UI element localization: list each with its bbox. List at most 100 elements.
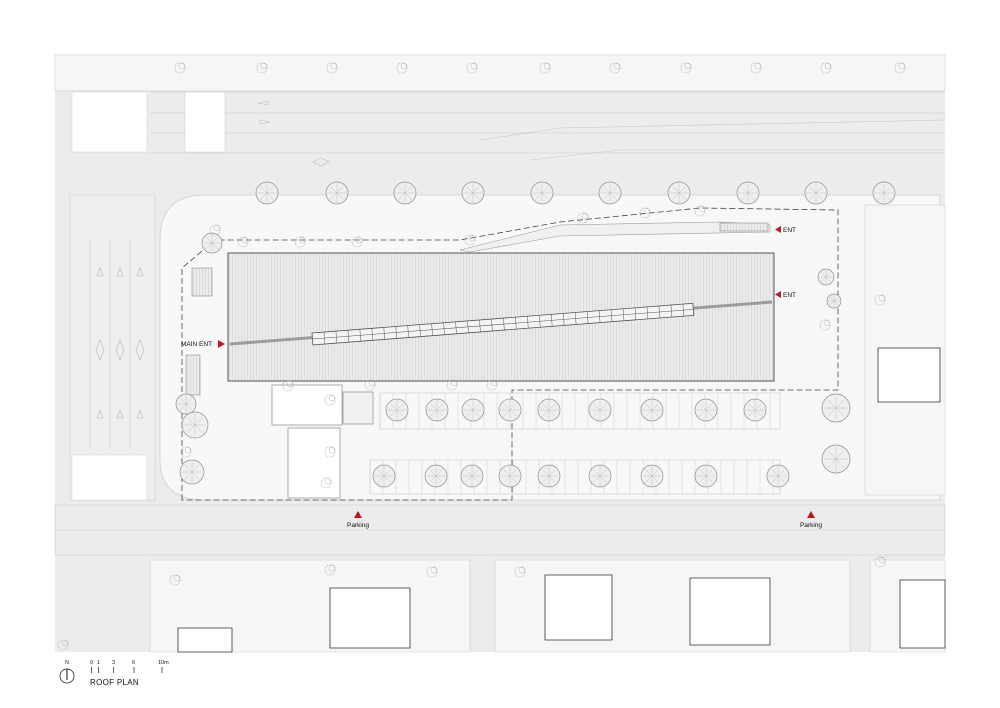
shrub-icon <box>320 477 332 489</box>
north-ramp <box>459 221 771 253</box>
top-sidewalk <box>54 54 946 92</box>
tree-icon <box>393 181 417 205</box>
west-road-arrows <box>95 267 145 419</box>
drawing-title: ROOF PLAN <box>90 678 139 687</box>
stair-top <box>719 222 769 232</box>
shrub-icon <box>326 62 338 74</box>
tree-icon <box>667 181 691 205</box>
shrub-icon <box>396 62 408 74</box>
tree-icon <box>181 411 209 439</box>
tree-icon <box>179 459 205 485</box>
shrub-icon <box>874 294 886 306</box>
tree-icon <box>372 464 396 488</box>
tree-icon <box>201 232 223 254</box>
tree-icon <box>461 181 485 205</box>
entrance-right-arrow <box>775 291 781 298</box>
west-steps <box>191 267 213 297</box>
shrub-icon <box>819 319 831 331</box>
south-annex <box>271 384 374 499</box>
shrub-icon <box>57 639 69 651</box>
shrub-icon <box>609 62 621 74</box>
tree-icon <box>694 464 718 488</box>
scale-tick-1: 1 <box>97 660 100 666</box>
west-road-lanes <box>89 240 131 450</box>
tree-icon <box>424 464 448 488</box>
shrub-icon <box>694 205 706 217</box>
tree-icon <box>640 398 664 422</box>
tree-icon <box>460 464 484 488</box>
shrub-icon <box>750 62 762 74</box>
shrubs <box>57 62 906 651</box>
tree-icon <box>385 398 409 422</box>
tree-icon <box>175 393 197 415</box>
tree-icon <box>821 393 851 423</box>
shrub-icon <box>324 564 336 576</box>
tree-icon <box>736 181 760 205</box>
tree-icon <box>743 398 767 422</box>
tree-icon <box>530 181 554 205</box>
tree-icon <box>498 398 522 422</box>
shrub-icon <box>237 236 249 248</box>
shrub-icon <box>324 394 336 406</box>
tree-icon <box>588 464 612 488</box>
shrub-icon <box>639 207 651 219</box>
tree-icon <box>598 181 622 205</box>
shrub-icon <box>820 62 832 74</box>
shrub-icon <box>894 62 906 74</box>
shrub-icon <box>282 380 294 392</box>
tree-icon <box>826 293 842 309</box>
shrub-icon <box>256 62 268 74</box>
parking-left-label: Parking <box>347 522 369 529</box>
parking-stalls <box>369 393 774 494</box>
shrub-icon <box>464 234 476 246</box>
shrub-icon <box>174 62 186 74</box>
legend: N 0 1 3 6 10m ROOF PLAN <box>59 660 169 687</box>
tree-icon <box>537 398 561 422</box>
tree-icon <box>588 398 612 422</box>
scale-bar: 0 1 3 6 10m <box>90 660 169 673</box>
entrance-top-arrow <box>775 226 781 233</box>
shrub-icon <box>294 236 306 248</box>
main-entrance-arrow <box>218 340 225 348</box>
shrub-icon <box>539 62 551 74</box>
parking-right-arrow <box>807 511 815 518</box>
shrub-icon <box>426 566 438 578</box>
entrance-right-label: ENT <box>783 292 796 299</box>
parking-right-label: Parking <box>800 522 822 529</box>
entrance-top-label: ENT <box>783 227 796 234</box>
shrub-icon <box>324 446 336 458</box>
skylight-cells <box>312 304 694 345</box>
shrub-icon <box>486 379 498 391</box>
tree-icon <box>640 464 664 488</box>
shrub-icon <box>169 574 181 586</box>
tree-icon <box>821 444 851 474</box>
north-label: N <box>65 660 69 666</box>
tree-icon <box>325 181 349 205</box>
shrub-icon <box>680 62 692 74</box>
scale-tick-6: 6 <box>132 660 135 666</box>
tree-icon <box>461 398 485 422</box>
parking-left-arrow <box>354 511 362 518</box>
shrub-icon <box>577 212 589 224</box>
scale-tick-10: 10m <box>158 660 169 666</box>
tree-icon <box>817 268 835 286</box>
shrub-icon <box>209 224 221 236</box>
shrub-icon <box>514 566 526 578</box>
main-entrance-label: MAIN ENT <box>181 341 212 348</box>
shrub-icon <box>351 236 363 248</box>
scale-tick-0: 0 <box>90 660 93 666</box>
shrub-icon <box>874 556 886 568</box>
north-road <box>150 91 946 161</box>
south-houses <box>177 574 946 653</box>
tree-icon <box>255 181 279 205</box>
building-roof <box>227 252 775 382</box>
east-house <box>877 347 941 403</box>
shrub-icon <box>180 446 192 458</box>
west-ramp <box>185 354 201 396</box>
tree-icon <box>537 464 561 488</box>
tree-icon <box>804 181 828 205</box>
shrub-icon <box>466 62 478 74</box>
tree-icon <box>425 398 449 422</box>
tree-icon <box>872 181 896 205</box>
west-road <box>69 194 156 501</box>
